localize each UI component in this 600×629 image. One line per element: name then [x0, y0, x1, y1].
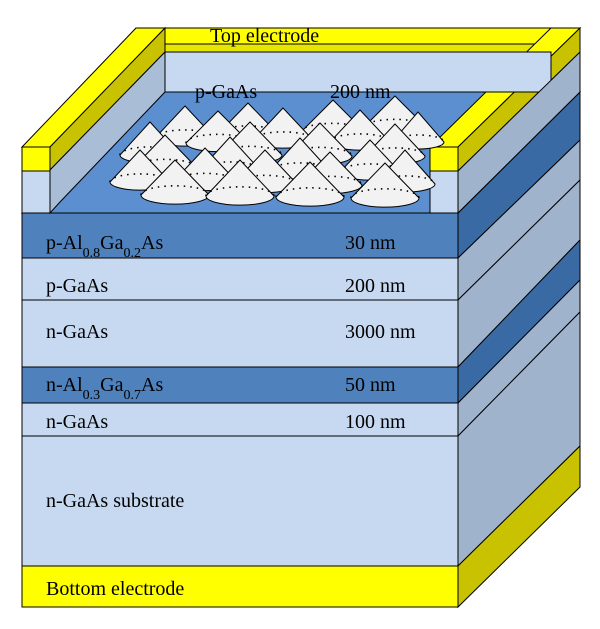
layer-thickness-n-algaas: 50 nm — [345, 374, 396, 396]
layer-substrate — [21, 435, 459, 567]
top-electrode-back-front — [121, 43, 566, 53]
cone — [205, 159, 275, 206]
layer-label-n-algaas: n-Al0.3Ga0.7As — [46, 374, 163, 403]
cones-material-label: p-GaAs — [195, 81, 257, 103]
top-electrode-back-top — [120, 27, 582, 45]
cone — [350, 162, 420, 208]
layer-thickness-n-gaas-thick: 3000 nm — [345, 321, 416, 343]
layer-n-gaas-thin — [21, 402, 459, 437]
layer-n-algaas — [21, 366, 459, 404]
layer-label-n-gaas-thin: n-GaAs — [46, 411, 108, 433]
cone — [275, 161, 345, 207]
layer-label-p-algaas: p-Al0.8Ga0.2As — [46, 232, 163, 261]
layer-thickness-p-gaas: 200 nm — [345, 275, 406, 297]
p-gaas-right-side — [457, 50, 581, 215]
layer-p-gaas — [21, 257, 459, 301]
top-electrode-left-front — [21, 146, 51, 172]
cone-array — [109, 95, 445, 208]
layer-n-gaas-thick — [21, 299, 459, 368]
bottom-electrode-label: Bottom electrode — [46, 578, 184, 600]
layer-label-p-gaas: p-GaAs — [46, 275, 108, 297]
layer-thickness-n-gaas-thin: 100 nm — [345, 411, 406, 433]
layer-label-substrate: n-GaAs substrate — [46, 490, 184, 512]
p-gaas-left-front — [21, 170, 51, 214]
top-electrode-label: Top electrode — [210, 25, 319, 47]
top-electrode-right-front — [429, 146, 459, 172]
bottom-electrode — [21, 565, 459, 608]
cone-body — [275, 161, 345, 207]
cone-rim-dotted — [391, 134, 445, 143]
labels: Top electrode p-GaAs 200 nm p-Al0.8Ga0.2… — [46, 25, 416, 600]
p-gaas-left-inner — [49, 50, 166, 215]
cones-thickness-label: 200 nm — [330, 81, 391, 103]
cone-body — [205, 159, 275, 206]
cone-body — [350, 162, 420, 208]
side-faces — [457, 90, 581, 609]
p-gaas-right-front — [429, 170, 459, 214]
layer-thickness-p-algaas: 30 nm — [345, 232, 396, 254]
layer-p-algaas — [21, 212, 459, 259]
front-faces — [21, 212, 459, 608]
p-gaas-under-electrode — [21, 50, 581, 215]
layer-label-n-gaas-thick: n-GaAs — [46, 321, 108, 343]
